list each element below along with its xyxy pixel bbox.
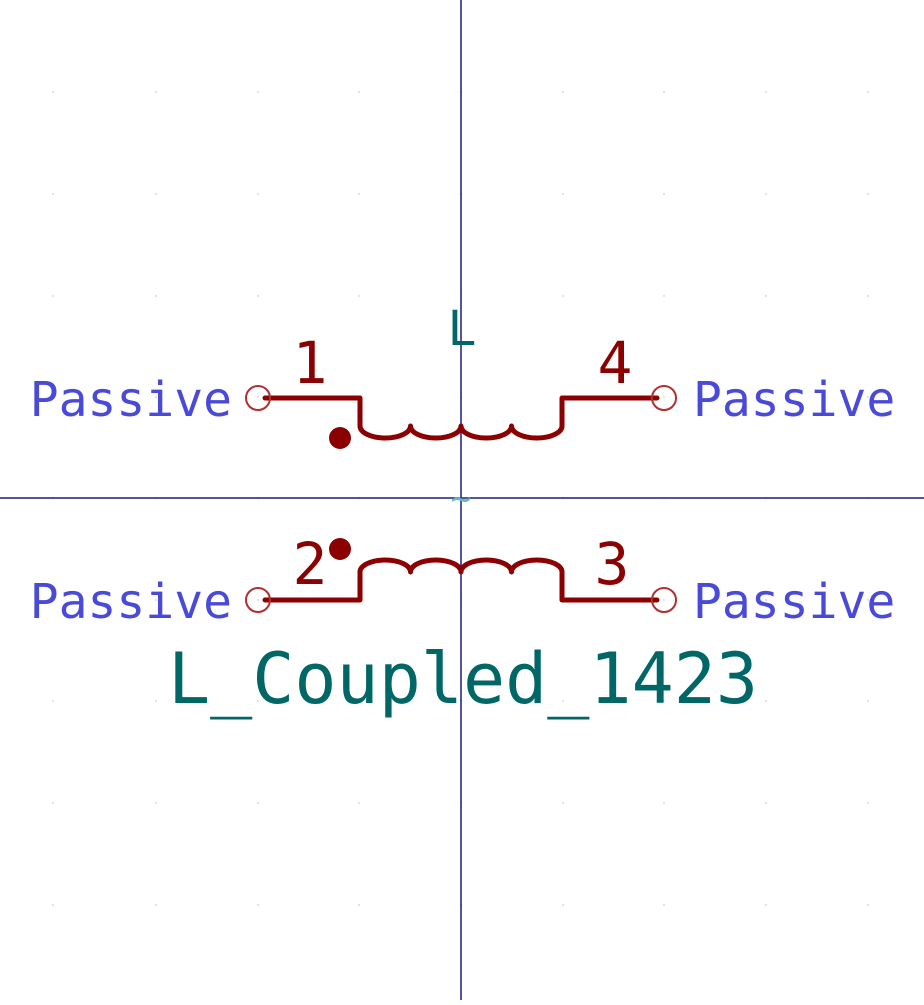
grid-dot — [256, 598, 260, 602]
grid-dot — [51, 294, 55, 298]
grid-dot — [357, 294, 361, 298]
grid-dot — [764, 294, 768, 298]
grid-dot — [154, 192, 158, 196]
grid-dot — [256, 294, 260, 298]
grid-dot — [357, 801, 361, 805]
grid-dot — [357, 699, 361, 703]
grid-dot — [764, 395, 768, 399]
grid-dot — [764, 801, 768, 805]
grid-dot — [256, 90, 260, 94]
grid-dot — [764, 192, 768, 196]
grid-dot — [154, 294, 158, 298]
grid-dot — [561, 192, 565, 196]
grid-dot — [662, 903, 666, 907]
grid-dot — [866, 598, 870, 602]
grid-dot — [154, 903, 158, 907]
pin2-number: 2 — [293, 530, 328, 598]
pin2-type: Passive — [30, 574, 232, 630]
polarity-dot-bottom — [329, 538, 351, 560]
grid-dot — [866, 192, 870, 196]
value-field[interactable]: L_Coupled_1423 — [168, 638, 758, 720]
grid-dot — [866, 699, 870, 703]
grid-dot — [51, 192, 55, 196]
grid-dot — [357, 192, 361, 196]
grid-dot — [357, 90, 361, 94]
grid-dot — [51, 699, 55, 703]
grid-dot — [51, 801, 55, 805]
grid-dot — [256, 903, 260, 907]
pin1-number: 1 — [293, 329, 328, 397]
grid-dot — [866, 90, 870, 94]
winding-top — [262, 395, 660, 441]
grid-dot — [662, 294, 666, 298]
grid-dot — [866, 903, 870, 907]
pin2-endpoint[interactable] — [245, 587, 271, 613]
grid-dot — [561, 294, 565, 298]
grid-dot — [256, 395, 260, 399]
grid-dot — [357, 903, 361, 907]
pin3-type: Passive — [693, 574, 895, 630]
grid-dot — [256, 192, 260, 196]
grid-dot — [866, 801, 870, 805]
winding-bottom — [262, 557, 660, 603]
grid-dot — [866, 294, 870, 298]
grid-dot — [764, 903, 768, 907]
grid-dot — [764, 598, 768, 602]
origin-marker: ~ — [451, 479, 471, 519]
grid-dot — [662, 192, 666, 196]
grid-dot — [561, 801, 565, 805]
grid-dot — [154, 395, 158, 399]
grid-dot — [764, 90, 768, 94]
grid-dot — [662, 699, 666, 703]
grid-dot — [662, 395, 666, 399]
reference-field[interactable]: L — [448, 301, 477, 357]
grid-dot — [662, 801, 666, 805]
grid-dot — [256, 801, 260, 805]
grid-dot — [662, 598, 666, 602]
grid-dot — [866, 395, 870, 399]
grid-dot — [256, 699, 260, 703]
pin1-endpoint[interactable] — [245, 385, 271, 411]
grid-dot — [561, 90, 565, 94]
grid-dot — [51, 395, 55, 399]
grid-dot — [154, 90, 158, 94]
grid-dot — [154, 699, 158, 703]
grid-dot — [154, 598, 158, 602]
grid-dot — [764, 699, 768, 703]
grid-dot — [154, 801, 158, 805]
pin1-type: Passive — [30, 372, 232, 428]
pin3-number: 3 — [595, 530, 630, 598]
pin3-endpoint[interactable] — [651, 587, 677, 613]
grid-dot — [51, 90, 55, 94]
grid-dot — [561, 699, 565, 703]
pin4-number: 4 — [598, 329, 633, 397]
pin4-type: Passive — [693, 372, 895, 428]
grid-dot — [51, 598, 55, 602]
pin4-endpoint[interactable] — [651, 385, 677, 411]
grid-dot — [561, 903, 565, 907]
polarity-dot-top — [329, 427, 351, 449]
grid-dot — [662, 90, 666, 94]
grid-dot — [51, 903, 55, 907]
